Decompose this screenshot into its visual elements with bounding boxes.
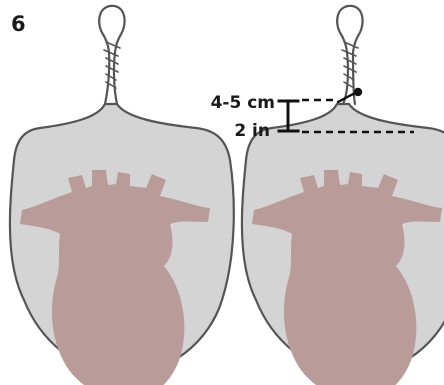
bag-top-loop — [99, 6, 124, 36]
bag-top-loop — [337, 6, 362, 36]
measurement-metric: 4-5 cm — [211, 93, 275, 113]
bag-twist — [342, 42, 358, 88]
measurement-imperial: 2 in — [234, 121, 270, 141]
step-number: 6 — [11, 12, 26, 36]
bag-twist — [104, 42, 120, 88]
bag-figure-untied — [10, 6, 234, 385]
bag-figure-tied — [242, 6, 444, 385]
tie-knot — [354, 88, 362, 96]
